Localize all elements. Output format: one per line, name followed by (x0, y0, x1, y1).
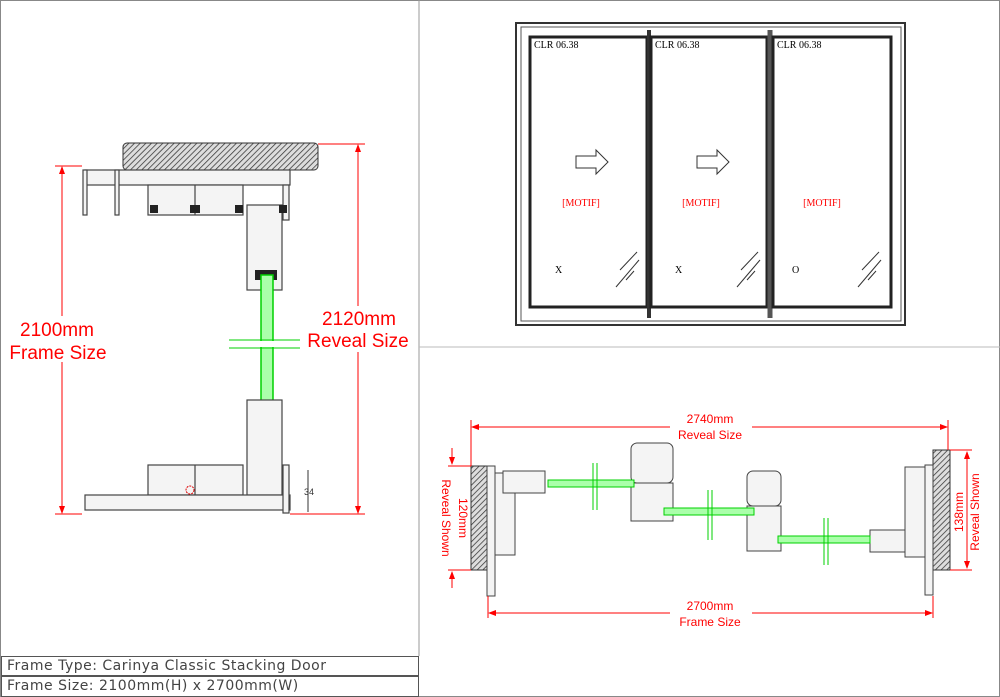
panel-type: X (555, 265, 563, 276)
door-elevation: CLR 06.38 [MOTIF] X CLR 06.38 [MOTIF] X … (515, 22, 906, 326)
frame-dimension: 2100mm (20, 320, 94, 341)
arrow-right-icon (696, 148, 730, 176)
frame-label: Frame Size (9, 343, 106, 364)
title-block-frame-type: Frame Type: Carinya Classic Stacking Doo… (1, 656, 419, 676)
sill-height: 34 (304, 487, 314, 497)
panel-glass: CLR 06.38 (777, 40, 821, 51)
elevation-panel: CLR 06.38 [MOTIF] X (649, 35, 769, 309)
glass-reflection-icon (615, 251, 640, 288)
left-reveal-dimension: 120mm (456, 498, 470, 538)
right-reveal-dimension: 138mm (952, 492, 966, 532)
panel-type: X (675, 265, 683, 276)
horizontal-plan-view: 2740mm Reveal Size 2700mm Frame Size 120… (439, 410, 982, 629)
elevation-panel: CLR 06.38 [MOTIF] O (771, 35, 893, 309)
glass-reflection-icon (736, 251, 761, 288)
elevation-panel: CLR 06.38 [MOTIF] X (528, 35, 649, 309)
plan-reveal-dimension: 2740mm (687, 412, 734, 426)
panel-motif: [MOTIF] (682, 198, 720, 209)
plan-reveal-label: Reveal Size (678, 428, 742, 442)
plan-frame-dimension: 2700mm (687, 599, 734, 613)
right-reveal-label: Reveal Shown (968, 473, 982, 550)
panel-motif: [MOTIF] (562, 198, 600, 209)
arrow-right-icon (575, 148, 609, 176)
right-reveal-dimension-line (950, 449, 972, 571)
left-wall (470, 465, 488, 571)
title-block-frame-size: Frame Size: 2100mm(H) x 2700mm(W) (1, 676, 419, 697)
plan-profiles (486, 442, 934, 597)
reveal-label: Reveal Size (307, 331, 408, 352)
right-wall (932, 449, 951, 571)
head-wall (122, 142, 319, 171)
panel-motif: [MOTIF] (803, 198, 841, 209)
glass-reflection-icon (857, 251, 882, 288)
sill-frame-profile (84, 399, 291, 514)
plan-glass (547, 463, 871, 565)
vertical-section-view: 34 2100mm Frame Size 2120mm Reveal Size (6, 142, 413, 515)
left-reveal-label: Reveal Shown (439, 479, 453, 556)
glass-pane (229, 274, 300, 421)
plan-frame-label: Frame Size (679, 615, 741, 629)
left-reveal-dimension-line (448, 448, 471, 588)
reveal-dimension: 2120mm (322, 309, 396, 330)
panel-glass: CLR 06.38 (534, 40, 578, 51)
panel-glass: CLR 06.38 (655, 40, 699, 51)
panel-type: O (792, 265, 799, 276)
